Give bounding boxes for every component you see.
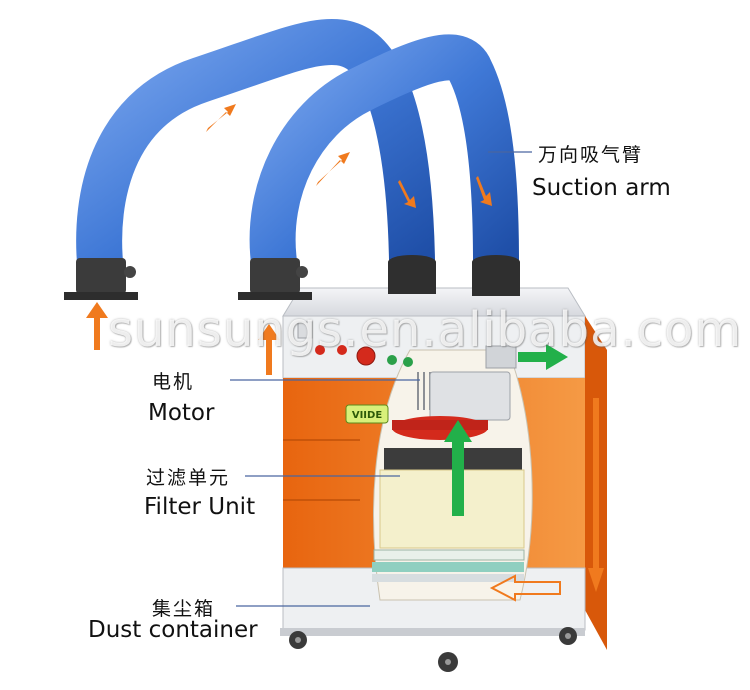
suction-arm-label-en: Suction arm (532, 175, 671, 201)
control-panel (297, 321, 517, 369)
suction-arm-right (238, 34, 520, 300)
brand-badge-text: VIIDE (352, 410, 382, 421)
airflow-arrows-clean (444, 344, 568, 516)
motor-label-cn: 电机 (152, 371, 195, 393)
watermark-text: sunsungs.en.alibaba.com (108, 302, 743, 358)
filter-unit-label-en: Filter Unit (144, 494, 256, 520)
suction-arm-label-cn: 万向吸气臂 (538, 144, 644, 166)
dust-container-label-cn: 集尘箱 (152, 598, 216, 620)
airflow-arrow-return (489, 574, 561, 602)
brand-badge: VIIDE (345, 404, 389, 424)
caster-wheels (289, 627, 577, 672)
filter-unit-label-cn: 过滤单元 (146, 467, 231, 489)
suction-arm-left (64, 18, 436, 300)
airflow-arrows-dirty (86, 104, 604, 592)
motor-label-en: Motor (148, 400, 215, 426)
leader-lines (230, 151, 532, 607)
dust-container-label-en: Dust container (88, 617, 258, 643)
